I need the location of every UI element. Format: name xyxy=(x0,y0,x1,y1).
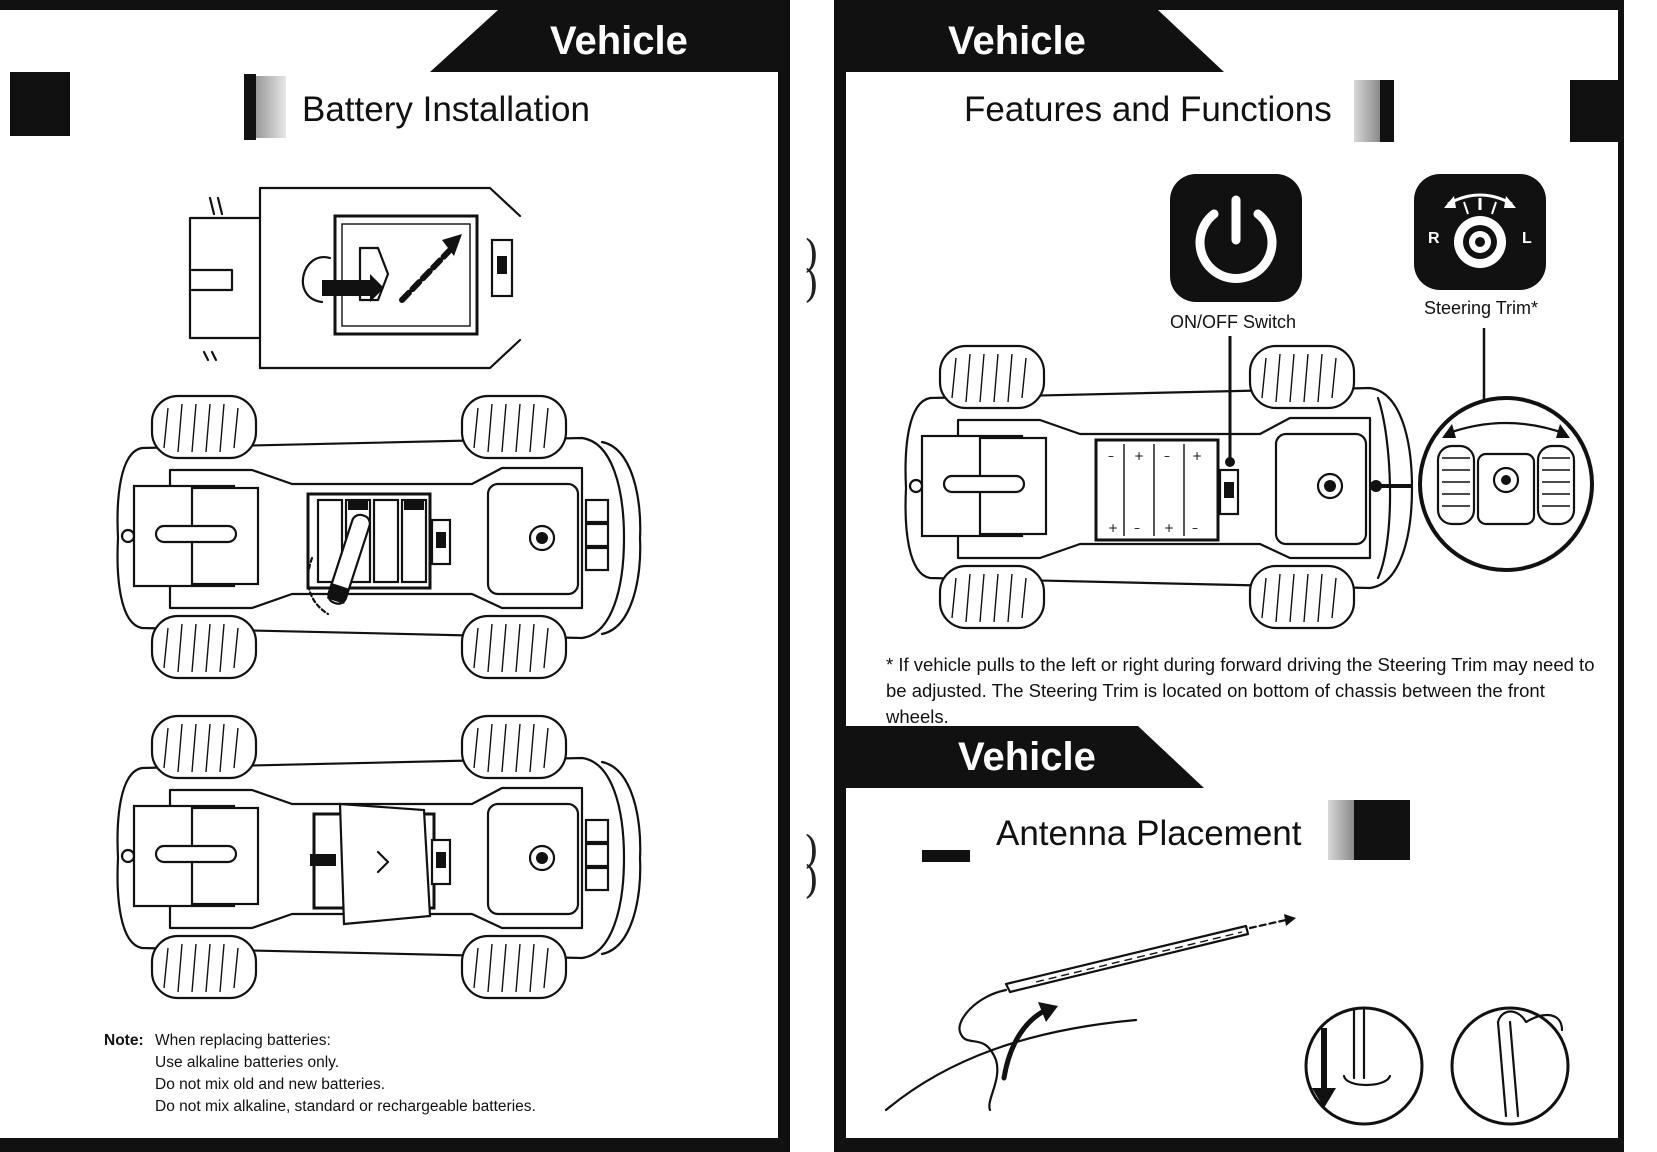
steering-trim-caption: Steering Trim* xyxy=(1424,298,1539,318)
trim-detail-magnifier xyxy=(1418,396,1594,572)
callout-lines xyxy=(1225,328,1486,492)
svg-text:–: – xyxy=(1134,521,1140,535)
title-accent-bar xyxy=(244,74,256,140)
trim-left-letter: L xyxy=(1522,230,1532,247)
svg-text:+: + xyxy=(1164,521,1174,535)
note-line: Do not mix alkaline, standard or recharg… xyxy=(155,1098,536,1115)
title-accent-shade xyxy=(1354,80,1380,142)
section-marker-block xyxy=(922,850,970,862)
steering-trim-footnote: * If vehicle pulls to the left or right … xyxy=(886,654,1595,727)
tab-marker-block xyxy=(10,72,70,136)
binding-mark: ) xyxy=(804,262,819,306)
vehicle-banner-antenna: Vehicle xyxy=(846,726,1204,788)
battery-installation-title: Battery Installation xyxy=(302,90,590,129)
wheel-rear-right xyxy=(460,614,568,680)
features-functions-title: Features and Functions xyxy=(964,90,1332,129)
vehicle-banner: Vehicle xyxy=(846,10,1224,72)
binding-mark: ) xyxy=(804,232,819,276)
antenna-detail-insert xyxy=(1304,1006,1424,1126)
battery-cover-illustration xyxy=(188,186,522,370)
note-line: When replacing batteries: xyxy=(155,1032,331,1049)
title-accent-bar xyxy=(1354,800,1410,860)
wheel-front-left xyxy=(150,394,258,460)
antenna-placement-title: Antenna Placement xyxy=(996,814,1302,853)
svg-text:–: – xyxy=(1164,449,1170,463)
left-page: Vehicle Battery Installation xyxy=(0,0,790,1152)
svg-text:+: + xyxy=(1192,449,1202,463)
tab-marker-block xyxy=(1570,80,1618,142)
note-line: Do not mix old and new batteries. xyxy=(155,1076,386,1093)
note-label: Note: xyxy=(104,1032,144,1049)
antenna-detail-finished xyxy=(1450,1006,1570,1126)
title-accent-shade xyxy=(256,76,286,138)
note-line: Use alkaline batteries only. xyxy=(155,1054,340,1071)
antenna-insertion-illustration xyxy=(884,914,1570,1126)
title-accent-bar xyxy=(1380,80,1394,142)
title-accent-shade xyxy=(1328,800,1354,860)
vehicle-banner: Vehicle xyxy=(430,10,778,72)
power-icon xyxy=(1170,174,1302,302)
chassis-battery-insertion-illustration xyxy=(116,394,642,680)
power-caption: ON/OFF Switch xyxy=(1170,312,1297,332)
svg-text:+: + xyxy=(1134,449,1144,463)
battery-note: Note: When replacing batteries: Use alka… xyxy=(104,1030,536,1118)
trim-right-letter: R xyxy=(1428,230,1440,247)
binding-mark: ) xyxy=(804,858,819,902)
steering-trim-icon: R L xyxy=(1414,174,1546,290)
wheel-front-right xyxy=(460,394,568,460)
right-page: Vehicle Features and Functions ON/OFF Sw… xyxy=(834,0,1624,1152)
svg-text:–: – xyxy=(1108,449,1114,463)
chassis-features-illustration: – + – + + – + – xyxy=(904,344,1414,630)
svg-text:–: – xyxy=(1192,521,1198,535)
binding-mark: ) xyxy=(804,828,819,872)
svg-text:+: + xyxy=(1108,521,1118,535)
wheel-rear-left xyxy=(150,614,258,680)
chassis-cover-closing-illustration xyxy=(116,714,642,1000)
